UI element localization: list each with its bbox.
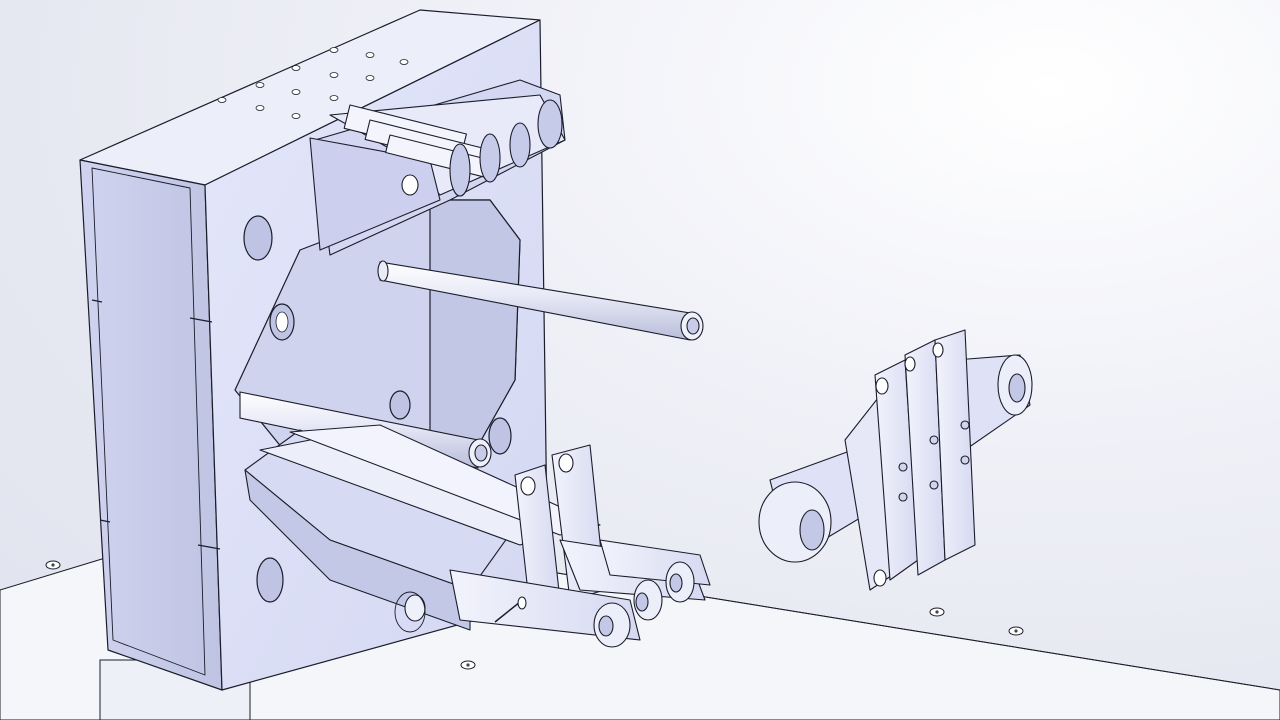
lower-bracket[interactable] — [244, 424, 711, 648]
upper-bracket[interactable] — [309, 79, 566, 256]
link-assembly[interactable] — [758, 329, 1033, 591]
guide-rod-upper[interactable] — [377, 260, 704, 341]
